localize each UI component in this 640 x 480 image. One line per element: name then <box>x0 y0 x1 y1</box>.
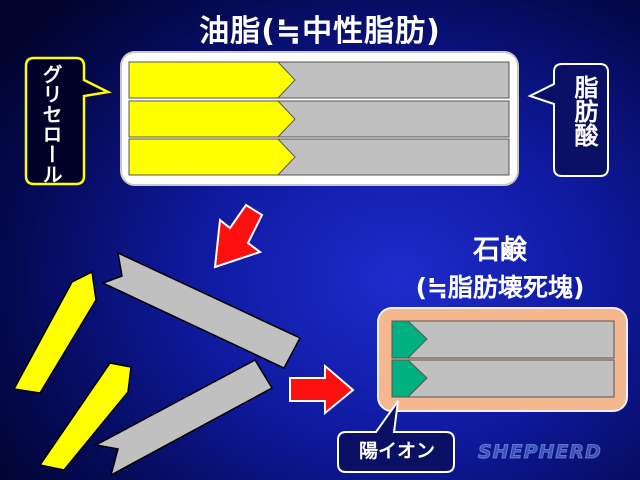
free-fatty-acid-2 <box>93 359 274 477</box>
arrow-down-left <box>213 203 264 269</box>
soap-title: 石鹸 <box>473 235 527 266</box>
triglyceride-chain-2 <box>128 100 510 138</box>
free-fatty-acid-1 <box>101 251 302 369</box>
fatty-acid-label: 脂肪酸 <box>570 75 598 147</box>
soap-subtitle: (≒脂肪壊死塊) <box>415 273 585 302</box>
glycerol-callout <box>24 56 112 186</box>
arrow-right <box>289 363 355 416</box>
soap-chain-2 <box>391 359 615 398</box>
glycerol-label: グリセロール <box>39 64 63 184</box>
ion-callout <box>337 400 455 473</box>
ion-head <box>391 359 428 398</box>
triglyceride-chain-1 <box>128 61 510 99</box>
free-glycerol-1 <box>12 270 97 394</box>
soap-fatty-acid <box>391 359 615 398</box>
watermark: SHEPHERD <box>478 441 602 464</box>
glycerol-segment <box>128 100 296 138</box>
main-title: 油脂(≒中性脂肪) <box>199 14 441 49</box>
triglyceride-chain-3 <box>128 138 510 176</box>
soap-chain-1 <box>391 320 615 359</box>
ion-label: 陽イオン <box>358 440 435 462</box>
glycerol-segment <box>128 61 296 99</box>
glycerol-segment <box>128 138 296 176</box>
fatty-acid-callout <box>527 63 609 177</box>
ion-head <box>391 320 428 359</box>
free-glycerol-2 <box>38 362 132 471</box>
soap-fatty-acid <box>391 320 615 359</box>
